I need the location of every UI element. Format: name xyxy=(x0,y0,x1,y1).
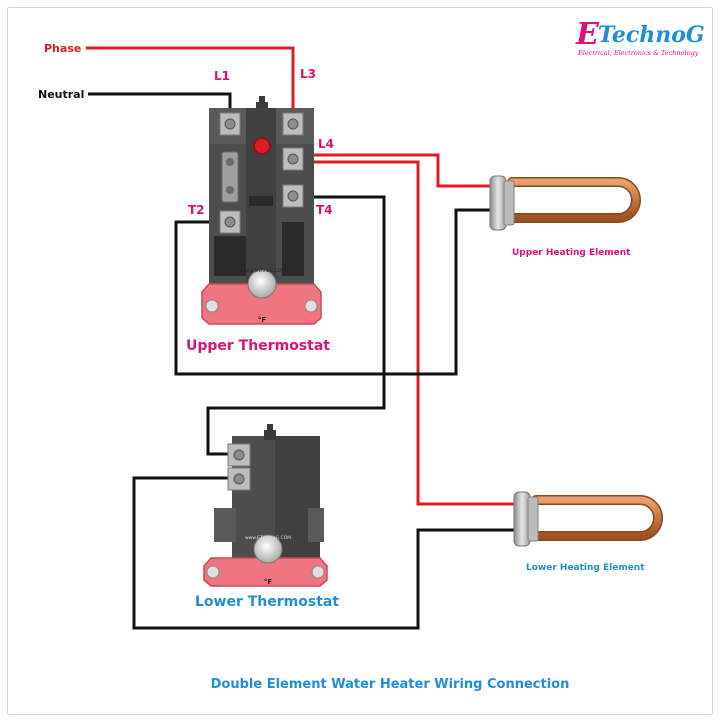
upper-thermostat-unit: °F xyxy=(258,316,267,324)
diagram-title: Double Element Water Heater Wiring Conne… xyxy=(211,677,570,692)
terminal-t2-label: T2 xyxy=(188,203,205,217)
neutral-label: Neutral xyxy=(38,88,84,101)
lower-thermostat-label: Lower Thermostat xyxy=(195,594,339,610)
lower-thermostat-unit: °F xyxy=(264,578,273,586)
l4-upper-element-wire xyxy=(294,153,492,188)
neutral-wire xyxy=(88,92,232,123)
terminal-l3-label: L3 xyxy=(300,67,316,81)
wires xyxy=(86,46,516,630)
terminal-t4-label: T4 xyxy=(316,203,333,217)
l4-lower-element-wire xyxy=(294,160,516,506)
reset-button[interactable] xyxy=(253,137,271,155)
lower-thermostat-element-return-wire xyxy=(132,476,516,630)
diagram-frame xyxy=(7,7,713,715)
t4-lower-thermostat-wire xyxy=(206,195,386,456)
upper-thermostat-watermark: www.ETechnoG.COM xyxy=(239,268,285,274)
t2-upper-element-return-wire xyxy=(174,208,492,376)
terminal-l4-label: L4 xyxy=(318,137,334,151)
phase-wire xyxy=(86,46,295,123)
brand-tagline: Electrical, Electronics & Technology xyxy=(577,49,699,57)
lower-thermostat-dial[interactable] xyxy=(253,534,283,564)
lower-heating-element-label: Lower Heating Element xyxy=(526,563,645,573)
upper-thermostat-dial-base xyxy=(201,283,322,325)
upper-thermostat: www.ETechnoG.COM °F xyxy=(201,96,322,325)
upper-heating-element-label: Upper Heating Element xyxy=(512,248,631,258)
brand-letter: E xyxy=(575,17,600,52)
lower-heating-element xyxy=(513,491,663,547)
upper-thermostat-dial[interactable] xyxy=(247,269,277,299)
lower-thermostat: www.ETechnoG.COM °F xyxy=(203,424,328,587)
terminal-l1-label: L1 xyxy=(214,69,230,83)
brand-name: TechnoG xyxy=(598,22,705,48)
brand-logo: E TechnoG Electrical, Electronics & Tech… xyxy=(575,17,705,57)
upper-heating-element xyxy=(489,175,641,231)
lower-thermostat-dial-base xyxy=(203,557,328,587)
lower-thermostat-watermark: www.ETechnoG.COM xyxy=(245,535,291,541)
upper-thermostat-label: Upper Thermostat xyxy=(186,338,330,354)
phase-label: Phase xyxy=(44,42,81,55)
